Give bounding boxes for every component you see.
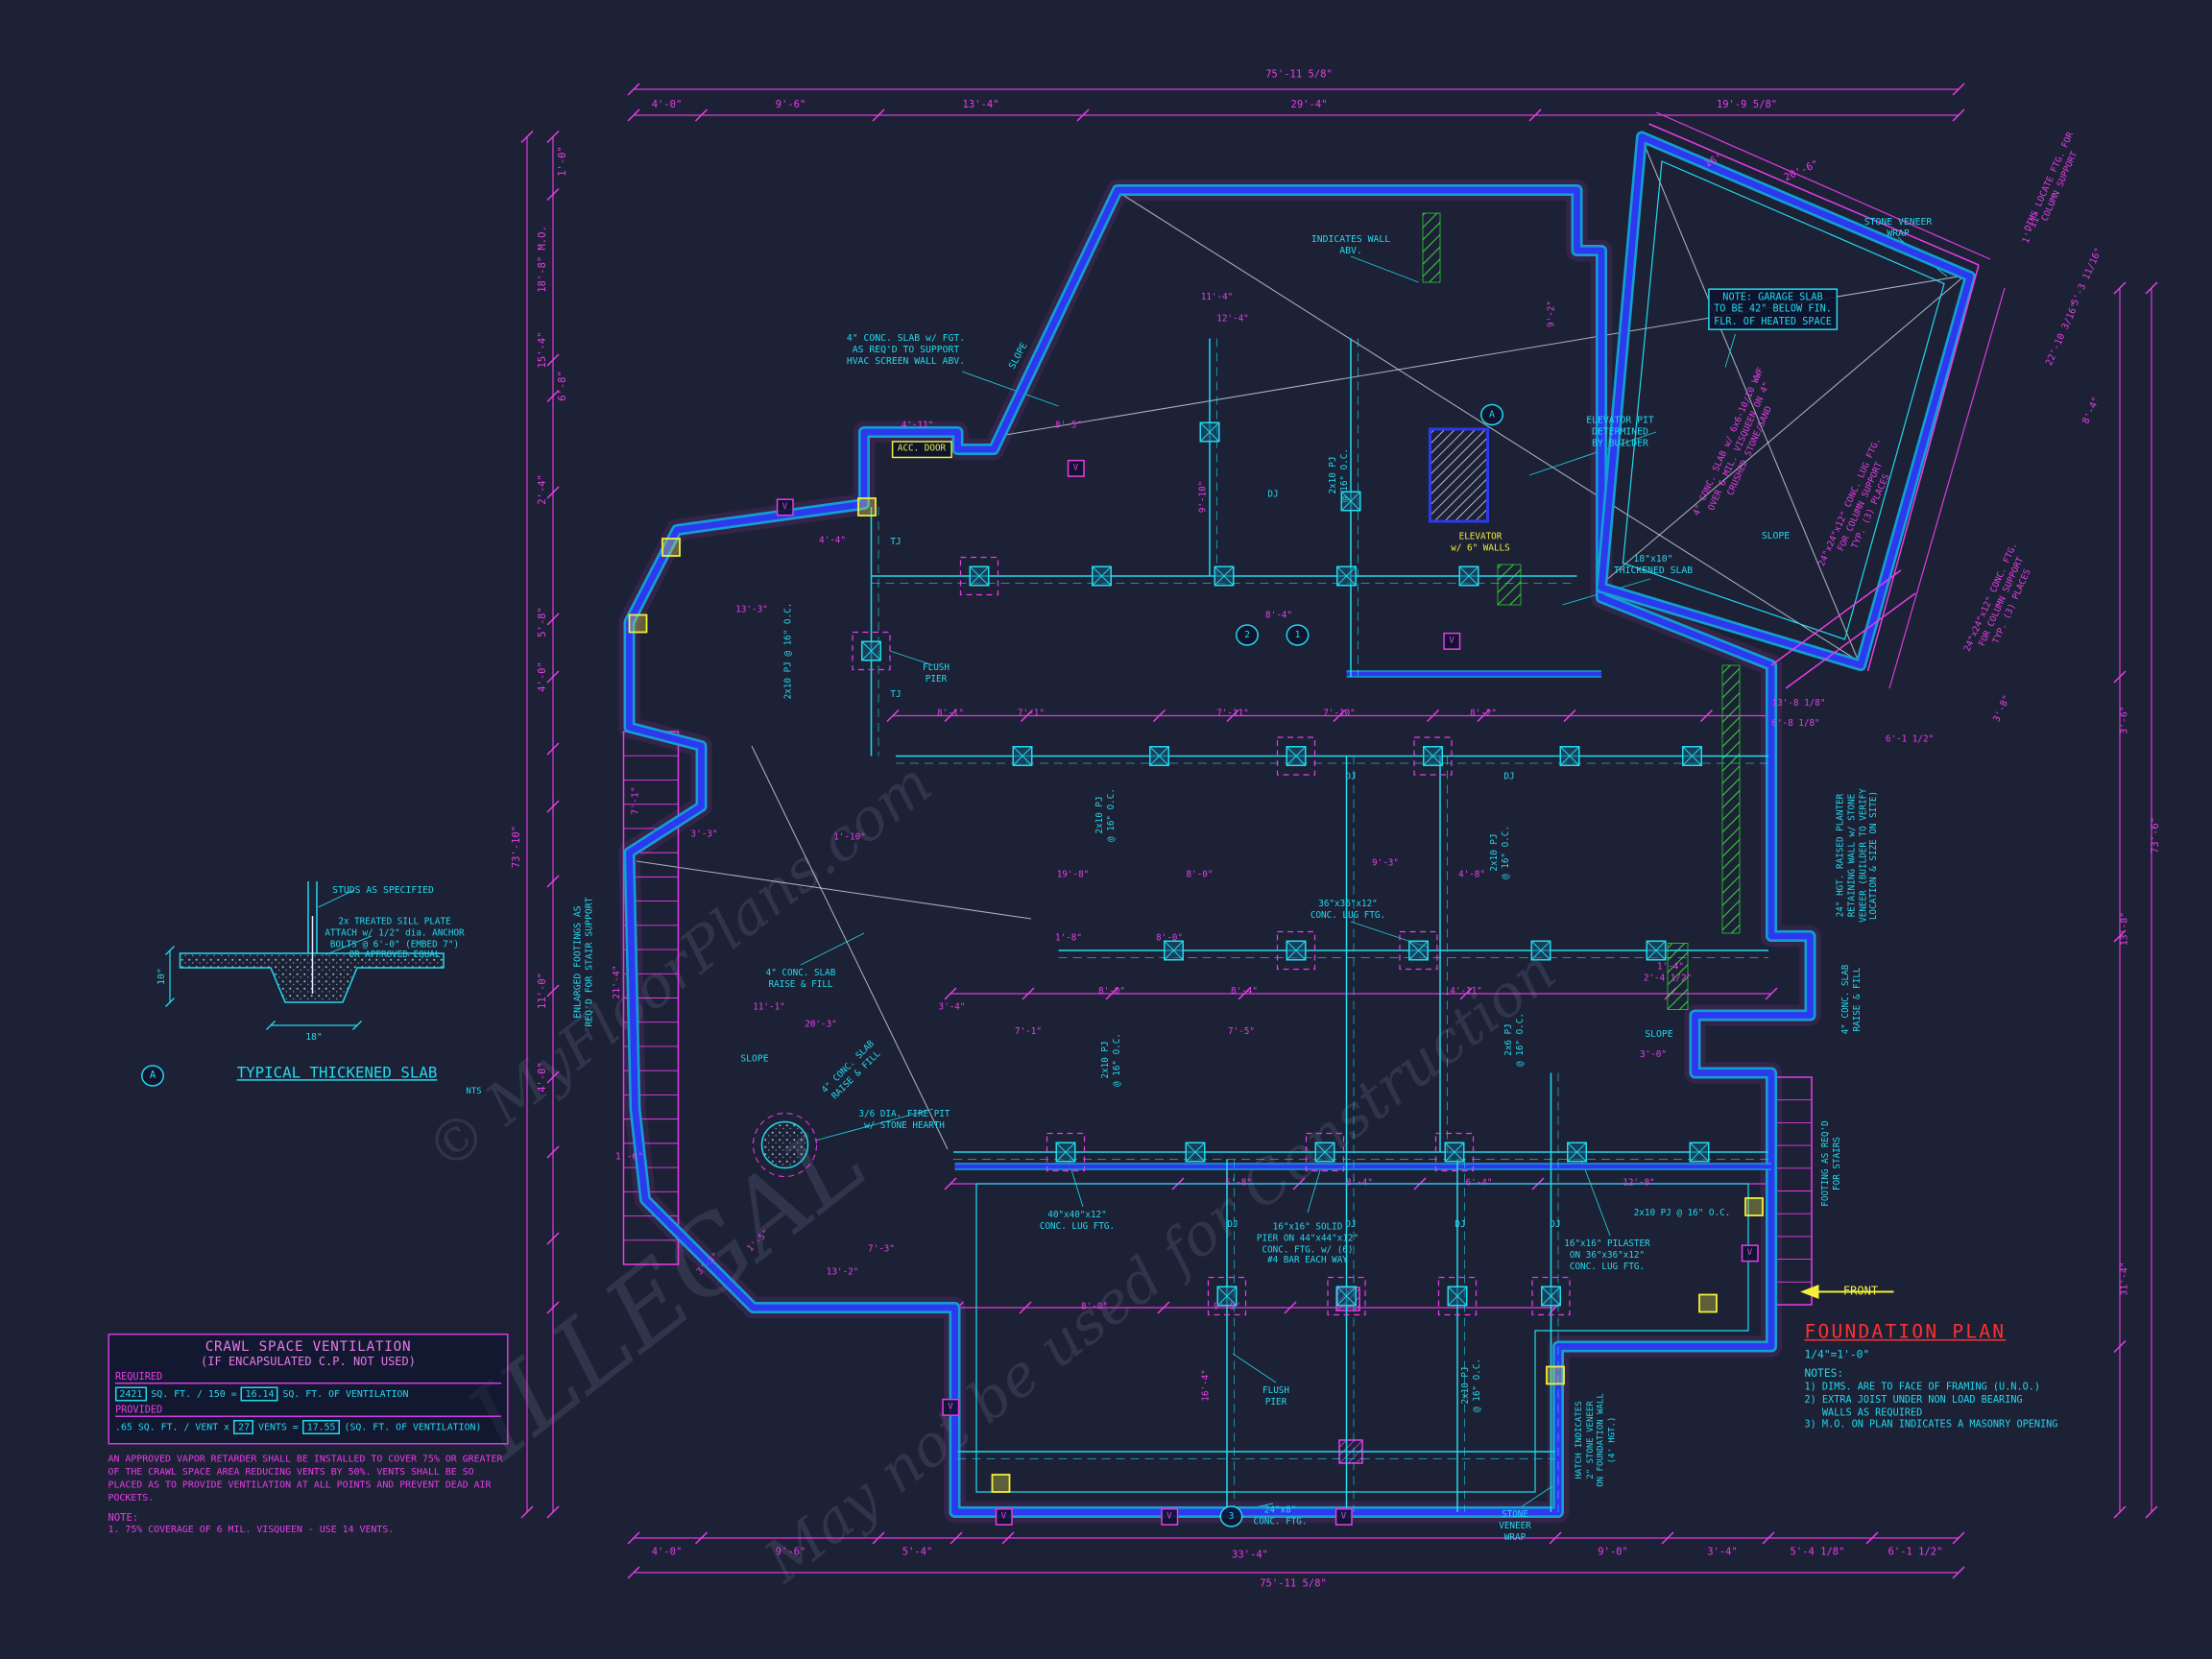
planter-wall <box>1770 569 1916 689</box>
visqueen-note: 1. 75% COVERAGE OF 6 MIL. VISQUEEN - USE… <box>108 1523 395 1535</box>
provided-header: PROVIDED <box>115 1405 501 1417</box>
front-arrow-head <box>1800 1285 1819 1299</box>
thickened-slab-detail <box>165 881 445 1030</box>
plan-title: FOUNDATION PLAN <box>1804 1322 2007 1344</box>
plan-note-3: 3) M.O. ON PLAN INDICATES A MASONRY OPEN… <box>1804 1419 2058 1431</box>
vent-calc-value: 2421 <box>115 1386 147 1402</box>
front-arrow <box>1800 1285 1894 1299</box>
title-block: FOUNDATION PLAN 1/4"=1'-0" NOTES: 1) DIM… <box>1805 1322 2122 1431</box>
crawl-space-ventilation-panel: CRAWL SPACE VENTILATION (IF ENCAPSULATED… <box>108 1334 509 1534</box>
watermark-line: May not be used for Construction <box>752 937 1569 1596</box>
required-header: REQUIRED <box>115 1371 501 1384</box>
watermark-line: ILLEGAL <box>445 1100 887 1481</box>
vent-calc-text: VENTS = <box>258 1421 299 1433</box>
main-footprint-wall <box>626 186 1814 1516</box>
ventilation-subtitle: (IF ENCAPSULATED C.P. NOT USED) <box>201 1355 416 1369</box>
plan-scale: 1/4"=1'-0" <box>1804 1348 1870 1361</box>
ventilation-table: CRAWL SPACE VENTILATION (IF ENCAPSULATED… <box>108 1334 509 1445</box>
foundation-walls <box>618 123 1980 1524</box>
interior-wall <box>954 671 1771 1169</box>
ventilation-title: CRAWL SPACE VENTILATION <box>204 1339 412 1356</box>
vent-calc-value: 16.14 <box>241 1386 278 1402</box>
vent-calc-text: SQ. FT. OF VENTILATION <box>282 1388 409 1400</box>
watermark: © MyFloorPlans.com ILLEGAL May not be us… <box>414 750 1569 1596</box>
vapor-retarder-note: AN APPROVED VAPOR RETARDER SHALL BE INST… <box>108 1453 503 1503</box>
note-heading: NOTE: <box>108 1511 139 1524</box>
vent-calc-text: (SQ. FT. OF VENTILATION) <box>344 1421 482 1433</box>
vent-calc-value: 17.55 <box>302 1420 341 1434</box>
notes-heading: NOTES: <box>1804 1366 1844 1381</box>
required-formula: 2421 SQ. FT. / 150 = 16.14 SQ. FT. OF VENTI… <box>115 1386 501 1402</box>
plan-note-1: 1) DIMS. ARE TO FACE OF FRAMING (U.N.O.) <box>1804 1381 2041 1393</box>
vent-calc-value: 27 <box>233 1420 254 1434</box>
garage-inner-line <box>1622 160 1945 640</box>
vent-calc-text: SQ. FT. / 150 = <box>151 1388 237 1400</box>
garage-wall <box>1598 133 1974 669</box>
garage-veneer-offset <box>1648 123 1980 672</box>
plan-note-2: 2) EXTRA JOIST UNDER NON LOAD BEARING WA… <box>1804 1393 2023 1418</box>
crawl-wing-inner-line <box>975 1183 1749 1493</box>
elevator-pit <box>1429 427 1489 523</box>
vent-calc-text: .65 SQ. FT. / VENT x <box>115 1421 230 1433</box>
piers-and-footings <box>628 421 1764 1493</box>
